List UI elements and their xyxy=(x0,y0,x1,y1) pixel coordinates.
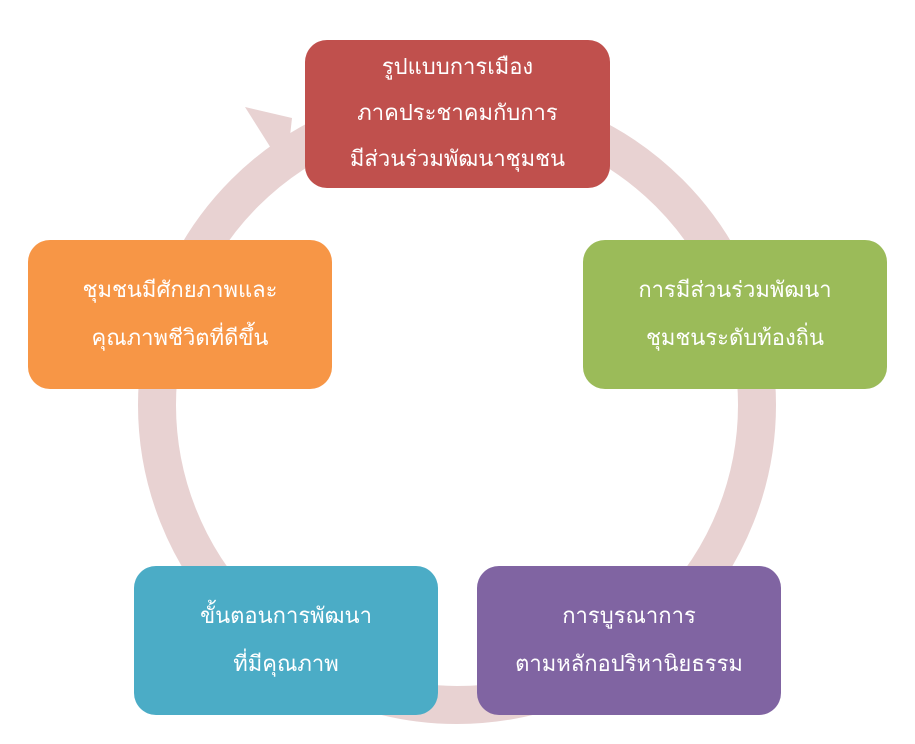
node-text: ชุมชนมีศักยภาพและ xyxy=(82,277,278,303)
node-text: รูปแบบการเมือง xyxy=(381,55,534,80)
node-integration: การบูรณาการ ตามหลักอปริหานิยธรรม xyxy=(477,566,781,715)
node-text: ขั้นตอนการพัฒนา xyxy=(200,603,372,629)
node-text: ที่มีคุณภาพ xyxy=(233,651,339,677)
node-text: ตามหลักอปริหานิยธรรม xyxy=(515,651,743,677)
node-text: การบูรณาการ xyxy=(562,603,696,629)
node-political-model: รูปแบบการเมือง ภาคประชาคมกับการ มีส่วนร่… xyxy=(305,40,610,188)
node-text: คุณภาพชีวิตที่ดีขึ้น xyxy=(91,325,269,351)
node-text: ชุมชนระดับท้องถิ่น xyxy=(645,325,825,351)
node-text: มีส่วนร่วมพัฒนาชุมชน xyxy=(349,147,566,172)
node-community-potential: ชุมชนมีศักยภาพและ คุณภาพชีวิตที่ดีขึ้น xyxy=(28,240,332,389)
node-quality-process: ขั้นตอนการพัฒนา ที่มีคุณภาพ xyxy=(134,566,438,715)
cycle-arrowhead-icon xyxy=(245,107,292,172)
node-text: ภาคประชาคมกับการ xyxy=(357,101,558,126)
node-text: การมีส่วนร่วมพัฒนา xyxy=(638,277,832,303)
node-local-participation: การมีส่วนร่วมพัฒนา ชุมชนระดับท้องถิ่น xyxy=(583,240,887,389)
